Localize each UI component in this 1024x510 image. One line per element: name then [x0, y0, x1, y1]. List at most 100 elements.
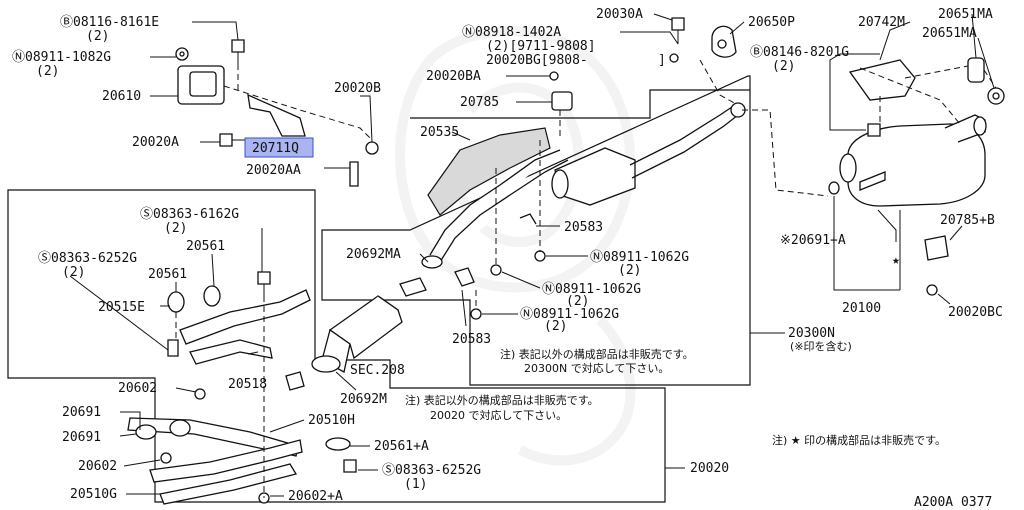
- hanger-20651ma-1: [967, 57, 985, 83]
- label-20020bg[interactable]: 20020BG[9808-: [486, 53, 588, 68]
- bolt-08363-6252g-2: [343, 459, 357, 473]
- label-n08911-1062-1[interactable]: Ⓝ08911-1062G: [590, 250, 689, 265]
- sensor-20561-1: [167, 291, 185, 313]
- svg-text:(2): (2): [566, 294, 589, 309]
- svg-text:(2): (2): [618, 263, 641, 278]
- clamp-20583-2: [454, 267, 475, 287]
- label-20030a[interactable]: 20030A: [596, 7, 643, 22]
- label-20583-2[interactable]: 20583: [452, 332, 491, 347]
- label-20510g[interactable]: 20510G: [70, 487, 117, 502]
- label-s08363-6252-1[interactable]: Ⓢ08363-6252G: [38, 251, 137, 266]
- label-20561-1[interactable]: 20561: [186, 239, 225, 254]
- label-n08911-1082[interactable]: Ⓝ08911-1082G: [12, 50, 111, 65]
- label-20691-1[interactable]: 20691: [62, 405, 101, 420]
- label-20650p[interactable]: 20650P: [748, 15, 795, 30]
- box-20300n-note2: 20300N で対応して下さい。: [524, 361, 669, 375]
- label-n08911-1062-2[interactable]: Ⓝ08911-1062G: [542, 282, 641, 297]
- center-small-parts: [399, 140, 588, 327]
- box-20020-note2: 20020 で対応して下さい。: [430, 408, 567, 422]
- label-n08911-1062-3[interactable]: Ⓝ08911-1062G: [520, 307, 619, 322]
- center-pipe: [429, 149, 561, 256]
- flange-20692ma: [421, 255, 443, 269]
- leaders-right: [742, 13, 997, 305]
- box-20300n: 20300N (※印を含む) 注) 表記以外の構成部品は非販売です。 20300…: [321, 75, 852, 386]
- label-20692m[interactable]: 20692M: [340, 392, 387, 407]
- front-pipe-upper: [179, 289, 311, 345]
- box-20300n-label: 20300N: [788, 326, 835, 341]
- label-20651ma-2[interactable]: 20651MA: [922, 26, 977, 41]
- label-20691-2[interactable]: 20691: [62, 430, 101, 445]
- label-20583-1[interactable]: 20583: [564, 220, 603, 235]
- label-20785[interactable]: 20785: [460, 95, 499, 110]
- label-20515e[interactable]: 20515E: [98, 300, 145, 315]
- bolt-20030a: [671, 17, 685, 31]
- star-note: 注) ★ 印の構成部品は非販売です。: [772, 433, 946, 447]
- label-20610[interactable]: 20610: [102, 89, 141, 104]
- label-s08363-6252-2[interactable]: Ⓢ08363-6252G: [382, 463, 481, 478]
- stud-20020aa: [349, 161, 359, 187]
- label-20651ma-1[interactable]: 20651MA: [938, 7, 993, 22]
- label-20602-1[interactable]: 20602: [118, 381, 157, 396]
- main-muffler-assembly: ★: [828, 57, 1005, 296]
- box-20300n-sub: (※印を含む): [790, 339, 852, 353]
- bolt-20020a: [219, 133, 233, 147]
- box-20300n-note1: 注) 表記以外の構成部品は非販売です。: [500, 347, 694, 361]
- svg-text:(2): (2): [164, 221, 187, 236]
- label-20561a[interactable]: 20561+A: [374, 439, 429, 454]
- label-20691a[interactable]: ※20691+A: [780, 233, 846, 248]
- svg-text:]: ]: [658, 53, 666, 68]
- front-pipe-group: [127, 271, 357, 505]
- gasket-20692ma: [399, 277, 427, 297]
- label-sec208[interactable]: SEC.208: [350, 363, 405, 378]
- label-20535[interactable]: 20535: [420, 125, 459, 140]
- rubber-20785b: [924, 235, 949, 261]
- label-s08363-6162[interactable]: Ⓢ08363-6162G: [140, 207, 239, 222]
- bolt-08363-6252g: [167, 339, 179, 357]
- label-n08918[interactable]: Ⓝ08918-1402A: [462, 25, 561, 40]
- front-pipe-20518: [189, 339, 273, 365]
- nut-1062g-3: [470, 308, 482, 320]
- bracket-20711q: [247, 93, 306, 137]
- nut-1062g-2: [490, 264, 502, 276]
- front-pipe-20510g: [159, 463, 298, 505]
- bolt-08116-8161e: [231, 39, 245, 53]
- label-20510h[interactable]: 20510H: [308, 413, 355, 428]
- label-20020aa[interactable]: 20020AA: [246, 163, 301, 178]
- label-b08116[interactable]: Ⓑ08116-8161E: [60, 15, 159, 30]
- bolt-08363-6162g: [257, 271, 271, 285]
- label-20711q[interactable]: 20711Q: [252, 141, 299, 156]
- box-20020: 20020 注) 表記以外の構成部品は非販売です。 20020 で対応して下さい…: [7, 189, 729, 503]
- svg-text:(2): (2): [36, 64, 59, 79]
- hanger-parts-top: [549, 17, 737, 111]
- label-20518[interactable]: 20518: [228, 377, 267, 392]
- label-20561-2[interactable]: 20561: [148, 267, 187, 282]
- svg-text:(2): (2): [544, 319, 567, 334]
- highlight-20711q[interactable]: [244, 137, 314, 158]
- label-20742m[interactable]: 20742M: [858, 15, 905, 30]
- heat-insulator-20535: [427, 127, 551, 216]
- svg-text:(2): (2): [86, 29, 109, 44]
- nut-20020ba: [549, 71, 559, 81]
- svg-text:(2)[9711-9808]: (2)[9711-9808]: [486, 39, 596, 54]
- label-20020a[interactable]: 20020A: [132, 135, 179, 150]
- nut-20602-2: [160, 452, 172, 464]
- label-20020bc[interactable]: 20020BC: [948, 305, 1003, 320]
- nut-1062g-1: [534, 250, 546, 262]
- diagram-id: A200A 0377: [914, 495, 992, 510]
- label-20020ba[interactable]: 20020BA: [426, 69, 481, 84]
- label-20692ma[interactable]: 20692MA: [346, 247, 401, 262]
- bracket-20742m: [848, 59, 916, 101]
- label-b08146[interactable]: Ⓑ08146-8201G: [750, 45, 849, 60]
- labels: Ⓑ08116-8161E (2) Ⓝ08911-1082G (2) 20610 …: [12, 7, 1003, 510]
- label-20602-2[interactable]: 20602: [78, 459, 117, 474]
- label-20602a[interactable]: 20602+A: [288, 489, 343, 504]
- label-20020b[interactable]: 20020B: [334, 81, 381, 96]
- leaders-top-center: [451, 13, 745, 141]
- label-20785b[interactable]: 20785+B: [940, 213, 995, 228]
- box-20020-note1: 注) 表記以外の構成部品は非販売です。: [405, 393, 599, 407]
- center-pipe-assembly: [421, 102, 746, 269]
- label-20100[interactable]: 20100: [842, 301, 881, 316]
- rubber-20785: [551, 91, 573, 111]
- svg-text:(1): (1): [404, 477, 427, 492]
